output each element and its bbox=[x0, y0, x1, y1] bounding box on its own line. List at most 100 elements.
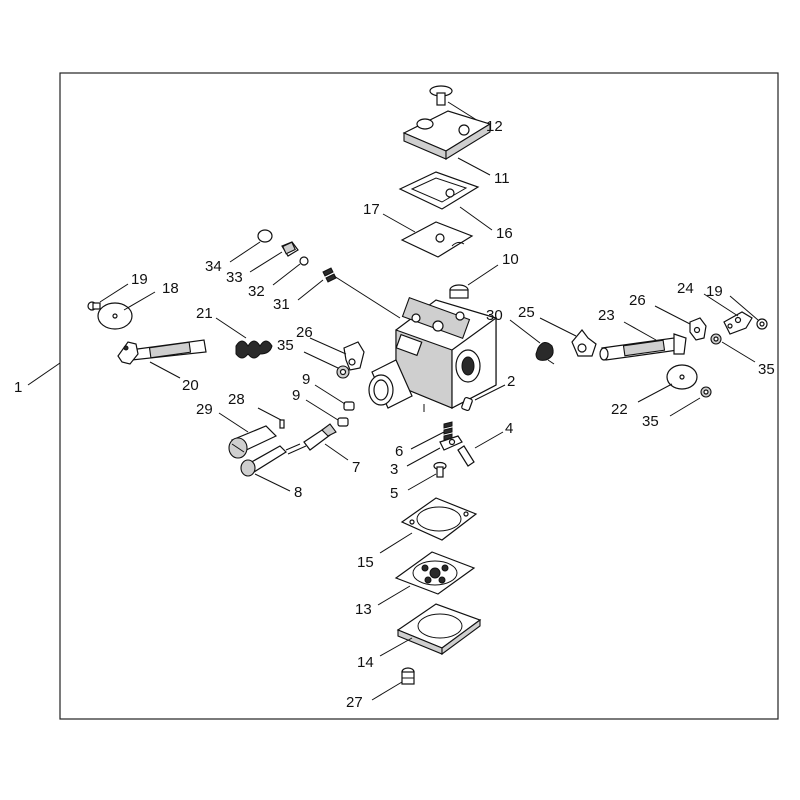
callout-13: 13 bbox=[355, 601, 372, 618]
leader-6 bbox=[410, 431, 445, 450]
diagram-frame bbox=[59, 72, 779, 720]
callout-15: 15 bbox=[357, 554, 374, 571]
leader-7 bbox=[324, 443, 349, 461]
part-35-nut-right-upper bbox=[710, 333, 722, 345]
leader-1 bbox=[27, 362, 61, 386]
leader-28 bbox=[257, 407, 282, 421]
callout-10: 10 bbox=[502, 251, 519, 268]
part-13-metering-diaphragm bbox=[394, 551, 476, 595]
leader-30 bbox=[509, 319, 541, 344]
callout-2: 2 bbox=[507, 373, 515, 390]
part-32-washer bbox=[299, 256, 309, 266]
part-28-pin bbox=[279, 419, 285, 429]
callout-24: 24 bbox=[677, 280, 694, 297]
part-35-nut-left bbox=[336, 365, 350, 379]
part-2-spring-pin bbox=[461, 396, 473, 412]
part-4-lever-pin bbox=[457, 445, 475, 467]
part-30-spring bbox=[535, 342, 555, 365]
part-23-choke-shaft bbox=[599, 333, 687, 361]
part-18-throttle-disc bbox=[97, 302, 133, 330]
callout-27: 27 bbox=[346, 694, 363, 711]
leader-23 bbox=[623, 321, 657, 341]
part-16-gasket bbox=[398, 171, 480, 210]
callout-7: 7 bbox=[352, 459, 360, 476]
callout-32: 32 bbox=[248, 283, 265, 300]
leader-2 bbox=[474, 384, 506, 401]
leader-10 bbox=[467, 264, 499, 286]
callout-35-left: 35 bbox=[277, 337, 294, 354]
callout-12: 12 bbox=[486, 118, 503, 135]
callout-4: 4 bbox=[505, 420, 513, 437]
callout-35-right-upper: 35 bbox=[758, 361, 775, 378]
callout-29: 29 bbox=[196, 401, 213, 418]
callout-31: 31 bbox=[273, 296, 290, 313]
leader-24 bbox=[703, 293, 739, 317]
leader-20 bbox=[149, 361, 181, 379]
callout-8: 8 bbox=[294, 484, 302, 501]
part-22-choke-disc bbox=[666, 364, 698, 390]
leader-26-left bbox=[309, 337, 347, 355]
carburetor-body bbox=[368, 296, 497, 412]
callout-19-left: 19 bbox=[131, 271, 148, 288]
part-9-washer-lower bbox=[337, 417, 349, 427]
part-19-screw-right bbox=[756, 318, 768, 330]
callout-17: 17 bbox=[363, 201, 380, 218]
callout-3: 3 bbox=[390, 461, 398, 478]
part-6-spring bbox=[443, 421, 453, 441]
part-31-spring bbox=[322, 267, 337, 283]
leader-33 bbox=[249, 251, 283, 273]
leader-35-right-upper bbox=[721, 341, 756, 363]
callout-28: 28 bbox=[228, 391, 245, 408]
part-25-lever bbox=[571, 329, 597, 357]
callout-26-left: 26 bbox=[296, 324, 313, 341]
part-10-plug bbox=[449, 284, 469, 299]
callout-11: 11 bbox=[494, 170, 510, 187]
part-19-screw-left bbox=[87, 301, 101, 311]
callout-9-upper: 9 bbox=[302, 371, 310, 388]
part-35-screw-right-lower bbox=[700, 386, 712, 398]
leader-35-right-lower bbox=[669, 397, 701, 417]
leader-14 bbox=[379, 637, 413, 657]
callout-23: 23 bbox=[598, 307, 615, 324]
part-12-screw bbox=[429, 85, 453, 106]
callout-22: 22 bbox=[611, 401, 628, 418]
leader-19-left bbox=[99, 283, 129, 303]
leader-9-upper bbox=[314, 384, 346, 405]
part-26-lever-left bbox=[343, 341, 365, 371]
leader-31-to-body bbox=[333, 275, 401, 319]
part-29-limiter-cap bbox=[228, 425, 278, 459]
callout-30: 30 bbox=[486, 307, 503, 324]
part-11-cover-plate bbox=[402, 110, 492, 160]
callout-33: 33 bbox=[226, 269, 243, 286]
callout-25: 25 bbox=[518, 304, 535, 321]
part-17-diaphragm bbox=[400, 221, 474, 258]
leader-13 bbox=[377, 585, 411, 606]
leader-18 bbox=[123, 291, 156, 311]
part-15-gasket bbox=[400, 497, 478, 541]
callout-34: 34 bbox=[205, 258, 222, 275]
leader-9-lower bbox=[305, 399, 339, 421]
part-9-washer-upper bbox=[343, 401, 355, 411]
callout-16: 16 bbox=[496, 225, 513, 242]
callout-14: 14 bbox=[357, 654, 374, 671]
part-27-screw bbox=[401, 667, 415, 685]
callout-18: 18 bbox=[162, 280, 179, 297]
leader-34 bbox=[229, 241, 261, 263]
leader-25 bbox=[539, 317, 577, 337]
callout-1: 1 bbox=[14, 379, 22, 396]
leader-35-left bbox=[303, 351, 339, 369]
part-14-cover bbox=[396, 603, 482, 656]
leader-31 bbox=[297, 279, 324, 301]
leader-5 bbox=[407, 473, 437, 491]
callout-9-lower: 9 bbox=[292, 387, 300, 404]
leader-22 bbox=[637, 383, 673, 403]
leader-8 bbox=[254, 473, 291, 492]
callout-21: 21 bbox=[196, 305, 213, 322]
part-8-needle bbox=[240, 443, 301, 477]
leader-29 bbox=[218, 412, 249, 433]
leader-21 bbox=[215, 317, 247, 339]
part-33-nut bbox=[281, 241, 299, 257]
part-20-throttle-shaft bbox=[117, 339, 207, 365]
part-3-inlet-lever bbox=[439, 435, 463, 451]
leader-26-right bbox=[654, 305, 691, 325]
